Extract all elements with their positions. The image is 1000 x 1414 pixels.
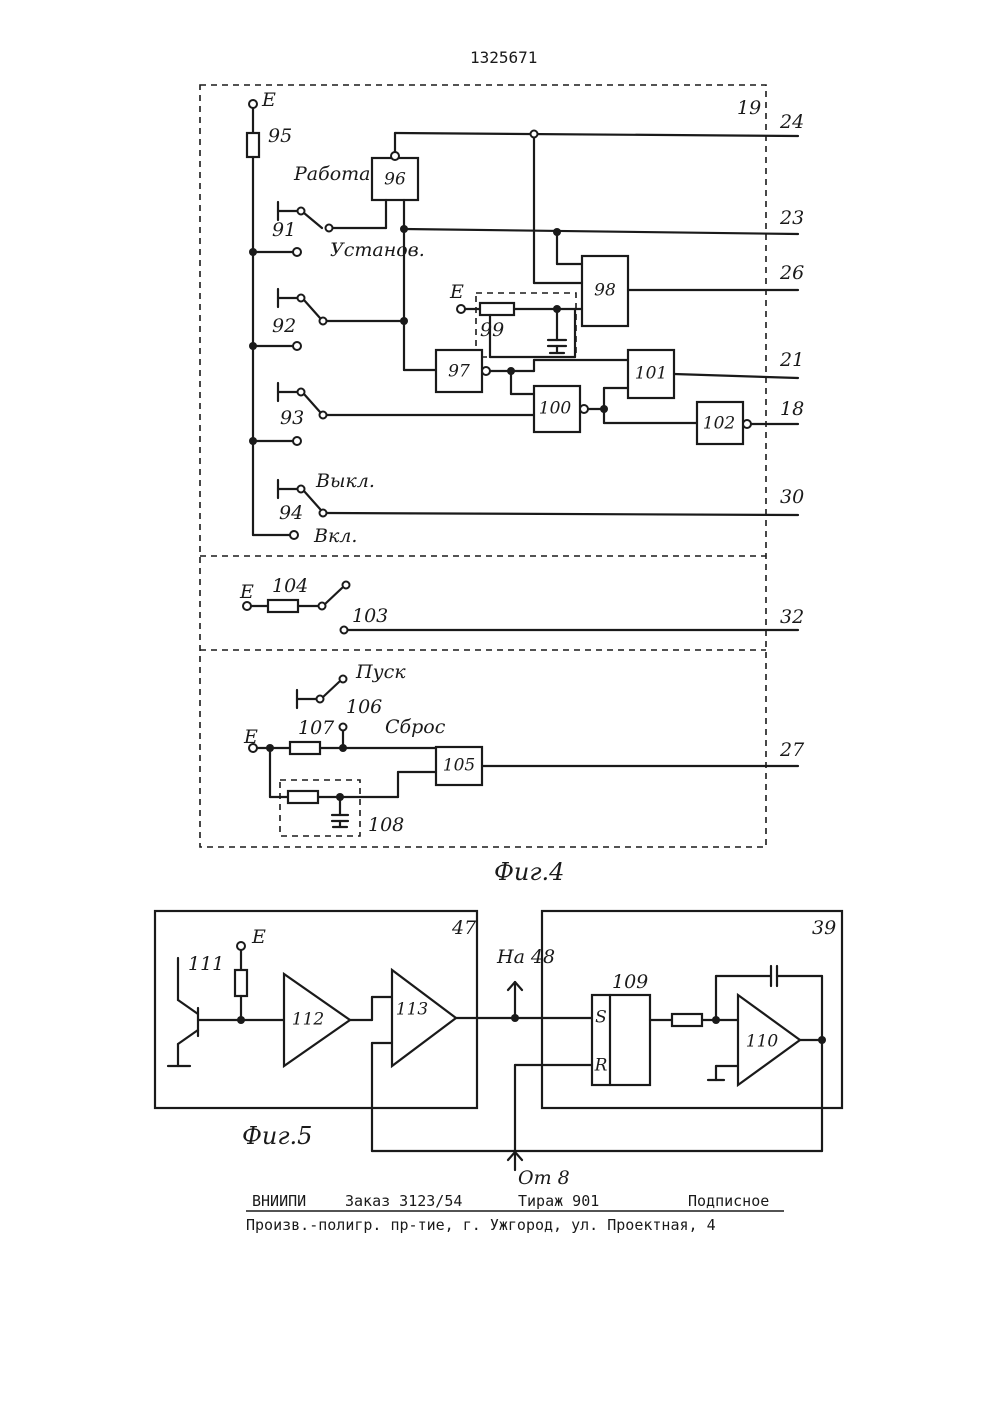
switch-103-label: 103 [352,605,388,627]
trigger-r-pin: R [594,1056,608,1076]
resistor-104 [268,600,298,612]
resistor-95-label: 95 [268,125,292,147]
fig4-diagram: 19 E 95 Вкл. Работа 91 Установ. [200,85,805,886]
block-101-label: 101 [635,364,667,384]
supply-e-fig5: E [251,926,266,948]
resistor-104-label: 104 [272,575,308,597]
frame-47-label: 47 [451,917,477,939]
block-108-label: 108 [368,814,404,836]
resistor-108 [288,791,318,803]
block-100-label: 100 [539,399,572,419]
block-108-frame [280,780,360,836]
output-23: 23 [779,207,804,229]
trigger-s-pin: S [595,1008,607,1028]
amplifier-112-label: 112 [292,1010,324,1030]
resistor-99 [480,303,514,315]
supply-e-104: E [239,581,254,603]
fig4-caption: Фиг.4 [494,858,564,886]
supply-terminal [249,100,257,108]
fig5-diagram: 47 39 111 E 112 113 На 48 S [155,911,842,1189]
footer-subscription: Подписное [688,1192,769,1210]
block-97-label: 97 [448,362,470,382]
switch-106-label: 106 [346,696,382,718]
switch-on-label: Вкл. [313,525,357,547]
output-32: 32 [780,606,804,628]
output-27: 27 [779,739,805,761]
from-8-label: От 8 [518,1167,570,1189]
block-96-label: 96 [384,170,406,190]
frame-39 [542,911,842,1108]
switch-off-label: Выкл. [315,470,375,492]
trigger-109-label: 109 [612,971,648,993]
block-102-label: 102 [703,414,735,434]
switch-work-label: Работа [293,163,371,185]
fig4-frame-label: 19 [737,97,761,119]
footer-order: Заказ 3123/54 [345,1192,462,1210]
transistor-111-label: 111 [188,953,224,975]
block-98-label: 98 [594,281,616,301]
output-26: 26 [779,262,804,284]
resistor-fig5 [235,970,247,996]
to-48-label: На 48 [496,946,555,968]
output-18: 18 [780,398,804,420]
switch-93-label: 93 [280,407,304,429]
resistor-110-in [672,1014,702,1026]
footer-org: ВНИИПИ [252,1192,306,1210]
resistor-107-label: 107 [298,717,335,739]
block-105-label: 105 [443,756,475,776]
fig5-caption: Фиг.5 [242,1122,312,1150]
switch-setup-label: Установ. [330,239,425,261]
fig4-frame [200,85,766,847]
block-99-label: 99 [480,319,504,341]
footer-print-run: Тираж 901 [518,1192,599,1210]
resistor-107 [290,742,320,754]
amplifier-110-label: 110 [746,1032,779,1052]
footer-address: Произв.-полигр. пр-тие, г. Ужгород, ул. … [246,1216,716,1234]
frame-39-label: 39 [812,917,836,939]
switch-91-label: 91 [272,219,296,241]
switch-94-label: 94 [279,502,303,524]
supply-label: E [261,89,276,111]
switch-92-label: 92 [272,315,296,337]
resistor-95 [247,133,259,157]
patent-number: 1325671 [470,48,537,67]
start-label: Пуск [355,661,406,683]
output-24: 24 [779,111,804,133]
supply-e-99: E [449,281,464,303]
amplifier-113-label: 113 [396,1000,428,1020]
output-30: 30 [780,486,804,508]
output-21: 21 [779,349,804,371]
reset-label: Сброс [385,716,446,738]
